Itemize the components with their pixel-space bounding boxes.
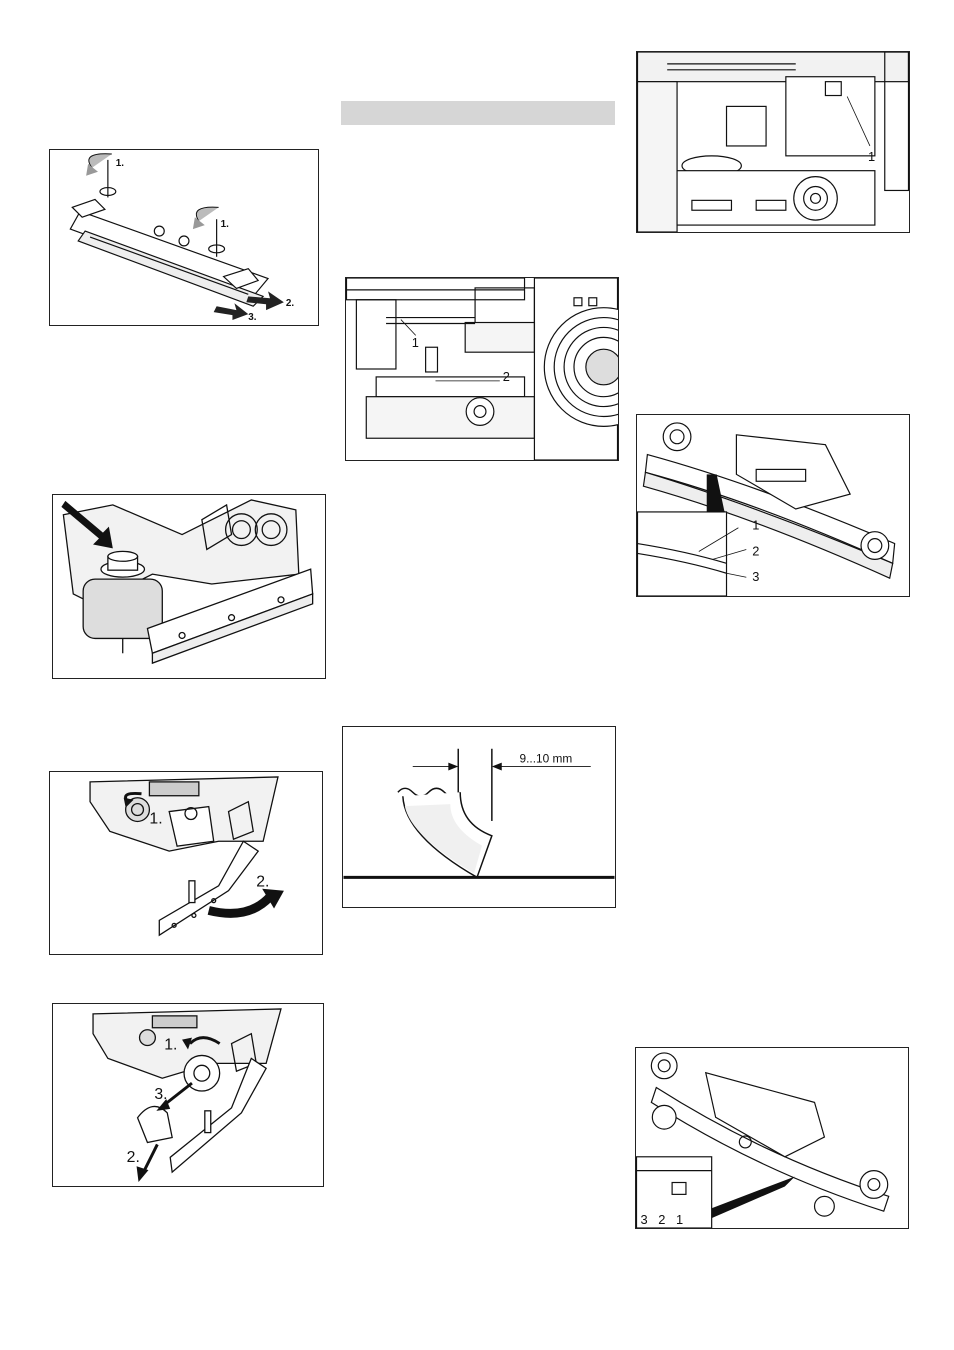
brush-removal-illustration: 1. 2. 3.	[53, 1004, 323, 1186]
callout-label: 1	[676, 1212, 683, 1227]
step-label: 1.	[116, 158, 124, 169]
step-label: 3.	[248, 312, 256, 323]
figure-top-right-view: 1	[636, 51, 910, 233]
squeegee-rear-illustration: 3 2 1	[636, 1048, 908, 1228]
blade-deflection-diagram: 9...10 mm	[343, 727, 615, 907]
callout-label: 1	[868, 149, 875, 164]
figure-blade-deflection: 9...10 mm	[342, 726, 616, 908]
figure-squeegee-front: 1 2 3	[636, 414, 910, 597]
figure-squeegee-rear: 3 2 1	[635, 1047, 909, 1229]
step-label: 2.	[286, 298, 294, 309]
callout-label: 3	[752, 569, 759, 584]
squeegee-front-illustration: 1 2 3	[637, 415, 909, 596]
top-right-illustration: 1	[637, 52, 909, 232]
step-label: 2.	[256, 874, 269, 891]
squeegee-knob-illustration	[53, 495, 325, 678]
step-label: 1.	[221, 219, 229, 230]
step-label: 1.	[164, 1037, 177, 1054]
callout-label: 1	[412, 335, 419, 350]
figure-brush-removal: 1. 2. 3.	[52, 1003, 324, 1187]
step-label: 2.	[127, 1149, 140, 1166]
step-label: 3.	[154, 1086, 167, 1103]
section-header-bar	[341, 101, 615, 125]
dimension-label: 9...10 mm	[520, 752, 573, 766]
callout-label: 2	[503, 369, 510, 384]
callout-label: 1	[752, 518, 759, 533]
brush-cover-illustration: 1. 2.	[50, 772, 322, 954]
callout-label: 2	[752, 543, 759, 558]
step-label: 1.	[149, 810, 162, 827]
callout-label: 3	[640, 1212, 647, 1227]
figure-brush-cover-open: 1. 2.	[49, 771, 323, 955]
side-view-illustration: 1 2	[346, 278, 618, 460]
figure-squeegee-blade-removal: 1. 1. 2. 3.	[49, 149, 319, 326]
callout-label: 2	[658, 1212, 665, 1227]
figure-squeegee-knob	[52, 494, 326, 679]
squeegee-blade-illustration: 1. 1. 2. 3.	[50, 150, 318, 325]
figure-side-view: 1 2	[345, 277, 619, 461]
